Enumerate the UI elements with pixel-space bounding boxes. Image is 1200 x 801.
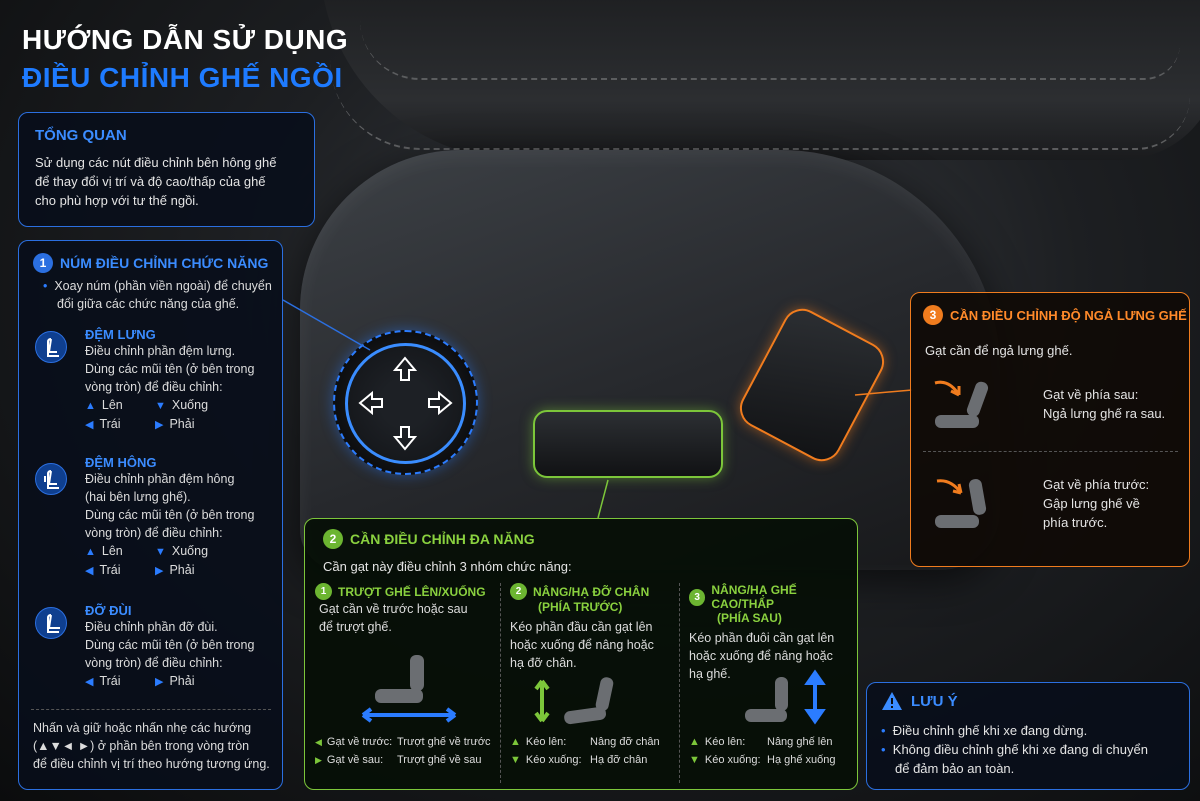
arrow-right-icon bbox=[428, 390, 453, 416]
seat-stitching bbox=[330, 60, 1190, 150]
slide-seat-icon bbox=[361, 655, 457, 723]
side-bolster-seat-icon bbox=[35, 463, 67, 495]
arrow-left-icon bbox=[358, 390, 383, 416]
step-number: 3 bbox=[923, 305, 943, 325]
recline-back-icon bbox=[934, 380, 989, 428]
knob-bullet: • Xoay núm (phần viền ngoài) để chuyển đ… bbox=[43, 279, 272, 311]
recline-front-icon bbox=[935, 479, 987, 528]
multi-col-slide-rows: ◀Gạt về trước:Trượt ghế về trước ▶Gạt về… bbox=[315, 736, 491, 766]
page-title: HƯỚNG DẪN SỬ DỤNG bbox=[22, 24, 349, 55]
knob-item-bolster: ĐỆM HÔNG Điều chỉnh phần đệm hông (hai b… bbox=[85, 455, 255, 577]
multi-col-rear: 3 NÂNG/HẠ GHẾ CAO/THẤP (PHÍA SAU) Kéo ph… bbox=[689, 583, 835, 681]
recline-intro: Gạt cần để ngả lưng ghế. bbox=[925, 343, 1073, 358]
knob-item-thigh: ĐỠ ĐÙI Điều chỉnh phần đỡ đùi. Dùng các … bbox=[85, 603, 255, 688]
note-heading: LƯU Ý bbox=[911, 692, 958, 710]
knob-heading: NÚM ĐIỀU CHỈNH CHỨC NĂNG bbox=[60, 255, 269, 271]
arrow-down-icon bbox=[392, 426, 418, 451]
multi-heading: CẦN ĐIỀU CHỈNH ĐA NĂNG bbox=[350, 531, 535, 547]
multi-col-rear-rows: ▲Kéo lên:Nâng ghế lên ▼Kéo xuống:Hạ ghế … bbox=[689, 736, 836, 766]
knob-panel: 1 NÚM ĐIỀU CHỈNH CHỨC NĂNG • Xoay núm (p… bbox=[18, 240, 283, 790]
thigh-support-seat-icon bbox=[35, 607, 67, 639]
recline-heading: CẦN ĐIỀU CHỈNH ĐỘ NGẢ LƯNG GHẾ bbox=[950, 307, 1187, 323]
knob-heading-row: 1 NÚM ĐIỀU CHỈNH CHỨC NĂNG bbox=[33, 253, 268, 273]
recline-heading-row: 3 CẦN ĐIỀU CHỈNH ĐỘ NGẢ LƯNG GHẾ bbox=[923, 305, 1187, 325]
overview-text: Sử dụng các nút điều chỉnh bên hông ghế … bbox=[35, 155, 277, 208]
height-seat-icon bbox=[745, 669, 826, 725]
multi-function-lever[interactable] bbox=[533, 410, 723, 478]
note-bullets: • Điều chỉnh ghế khi xe đang dừng. • Khô… bbox=[881, 723, 1148, 776]
multi-col-front-rows: ▲Kéo lên:Nâng đỡ chân ▼Kéo xuống:Hạ đỡ c… bbox=[510, 736, 660, 766]
multi-col-front: 2 NÂNG/HẠ ĐỠ CHÂN (PHÍA TRƯỚC) Kéo phần … bbox=[510, 583, 654, 670]
knob-footer: Nhấn và giữ hoặc nhấn nhẹ các hướng (▲▼◄… bbox=[33, 721, 270, 771]
front-tilt-seat-icon bbox=[534, 677, 614, 725]
note-heading-row: LƯU Ý bbox=[881, 691, 958, 711]
function-knob-center[interactable] bbox=[345, 343, 466, 464]
recline-front-text: Gạt về phía trước: Gập lưng ghế về phía … bbox=[1043, 477, 1150, 530]
step-number: 2 bbox=[323, 529, 343, 549]
recline-panel: 3 CẦN ĐIỀU CHỈNH ĐỘ NGẢ LƯNG GHẾ Gạt cần… bbox=[910, 292, 1190, 567]
recline-back-text: Gạt về phía sau: Ngả lưng ghế ra sau. bbox=[1043, 387, 1166, 421]
warning-icon bbox=[882, 692, 902, 710]
note-panel: LƯU Ý • Điều chỉnh ghế khi xe đang dừng.… bbox=[866, 682, 1190, 790]
multi-col-slide: 1 TRƯỢT GHẾ LÊN/XUỐNG Gạt cần về trước h… bbox=[315, 583, 500, 636]
multi-heading-row: 2 CẦN ĐIỀU CHỈNH ĐA NĂNG bbox=[323, 529, 535, 549]
page-subtitle: ĐIỀU CHỈNH GHẾ NGỒI bbox=[22, 62, 343, 93]
lumbar-seat-icon bbox=[35, 331, 67, 363]
knob-item-lumbar: ĐỆM LƯNG Điều chỉnh phần đệm lưng. Dùng … bbox=[85, 327, 255, 431]
step-number: 1 bbox=[33, 253, 53, 273]
multi-intro: Cần gạt này điều chỉnh 3 nhóm chức năng: bbox=[323, 559, 572, 574]
overview-heading: TỔNG QUAN bbox=[35, 127, 127, 144]
overview-panel: TỔNG QUAN Sử dụng các nút điều chỉnh bên… bbox=[18, 112, 315, 227]
multi-lever-panel: 2 CẦN ĐIỀU CHỈNH ĐA NĂNG Cần gạt này điề… bbox=[304, 518, 858, 790]
arrow-up-icon bbox=[392, 356, 418, 381]
